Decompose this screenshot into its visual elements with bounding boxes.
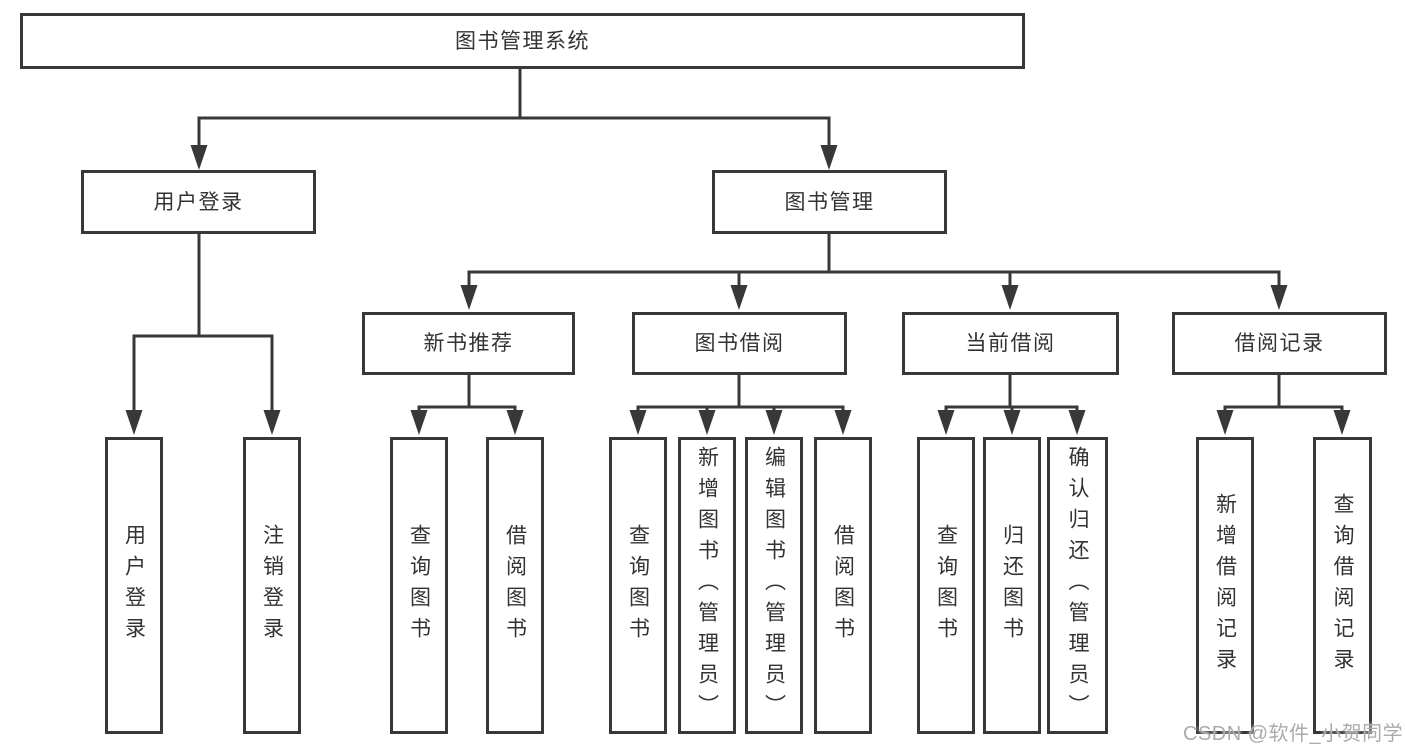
- arrowhead: [1068, 410, 1086, 435]
- arrowhead: [765, 410, 783, 435]
- arrowhead: [730, 285, 748, 310]
- node-label: 当前借阅: [965, 332, 1056, 355]
- arrowhead: [1270, 285, 1288, 310]
- arrowhead: [820, 145, 838, 170]
- node-label: 确认归还（管理员）: [1066, 446, 1089, 725]
- connector-userlogin-to-leaves: [132, 232, 274, 423]
- connector-root-to-level2: [197, 67, 831, 159]
- node-label: 查询图书: [407, 523, 431, 648]
- leaf-cb-return-books: 归还图书: [983, 437, 1041, 734]
- arrowhead: [834, 410, 852, 435]
- arrowhead: [125, 410, 143, 435]
- leaf-logout: 注销登录: [243, 437, 301, 734]
- node-label: 借阅记录: [1234, 332, 1325, 355]
- node-label: 注销登录: [260, 523, 284, 648]
- arrowheads: [125, 145, 1351, 435]
- leaf-bb-add-books-admin: 新增图书（管理员）: [678, 437, 736, 734]
- leaf-nbr-borrow-books: 借阅图书: [486, 437, 544, 734]
- node-label: 查询图书: [934, 523, 958, 648]
- node-label: 用户登录: [122, 523, 146, 648]
- node-label: 图书管理: [784, 190, 875, 214]
- leaf-user-login: 用户登录: [105, 437, 163, 734]
- arrowhead: [410, 410, 428, 435]
- arrowhead: [629, 410, 647, 435]
- arrowhead: [506, 410, 524, 435]
- arrowhead: [460, 285, 478, 310]
- arrowhead: [937, 410, 955, 435]
- leaf-bb-edit-books-admin: 编辑图书（管理员）: [745, 437, 803, 734]
- node-label: 图书借阅: [694, 332, 785, 355]
- arrowhead: [1333, 410, 1351, 435]
- connector-records-to-leaves: [1223, 373, 1344, 423]
- node-current-borrowing: 当前借阅: [902, 312, 1119, 375]
- leaf-bb-borrow-books: 借阅图书: [814, 437, 872, 734]
- arrowhead: [190, 145, 208, 170]
- node-label: 借阅图书: [831, 523, 855, 648]
- leaf-cb-query-books: 查询图书: [917, 437, 975, 734]
- node-borrowing-records: 借阅记录: [1172, 312, 1387, 375]
- arrowhead: [698, 410, 716, 435]
- node-label: 用户登录: [153, 190, 244, 214]
- node-book-management-system: 图书管理系统: [20, 13, 1025, 69]
- node-label: 查询借阅记录: [1331, 492, 1354, 679]
- leaf-br-add-record: 新增借阅记录: [1196, 437, 1254, 734]
- node-book-management: 图书管理: [712, 170, 947, 234]
- arrowhead: [263, 410, 281, 435]
- leaf-cb-confirm-return-admin: 确认归还（管理员）: [1047, 437, 1108, 734]
- connector-newbook-to-leaves: [417, 373, 517, 423]
- node-label: 新增借阅记录: [1213, 492, 1237, 679]
- leaf-br-query-record: 查询借阅记录: [1313, 437, 1372, 734]
- node-user-login: 用户登录: [81, 170, 316, 234]
- leaf-nbr-query-books: 查询图书: [390, 437, 448, 734]
- connector-bookmgmt-to-level3: [467, 232, 1281, 298]
- arrowhead: [1216, 410, 1234, 435]
- leaf-bb-query-books: 查询图书: [609, 437, 667, 734]
- node-book-borrowing: 图书借阅: [632, 312, 847, 375]
- arrowhead: [1003, 410, 1021, 435]
- node-label: 新增图书（管理员）: [695, 446, 719, 725]
- node-label: 查询图书: [626, 523, 650, 648]
- connector-bookborrow-to-leaves: [636, 373, 845, 423]
- csdn-watermark: CSDN @软件_小贺同学: [1183, 723, 1404, 745]
- node-new-book-recommend: 新书推荐: [362, 312, 575, 375]
- node-label: 借阅图书: [503, 523, 527, 648]
- node-label: 新书推荐: [423, 332, 514, 355]
- arrowhead: [1001, 285, 1019, 310]
- node-label: 归还图书: [1000, 523, 1024, 648]
- node-label: 编辑图书（管理员）: [762, 446, 786, 725]
- node-label: 图书管理系统: [455, 29, 590, 53]
